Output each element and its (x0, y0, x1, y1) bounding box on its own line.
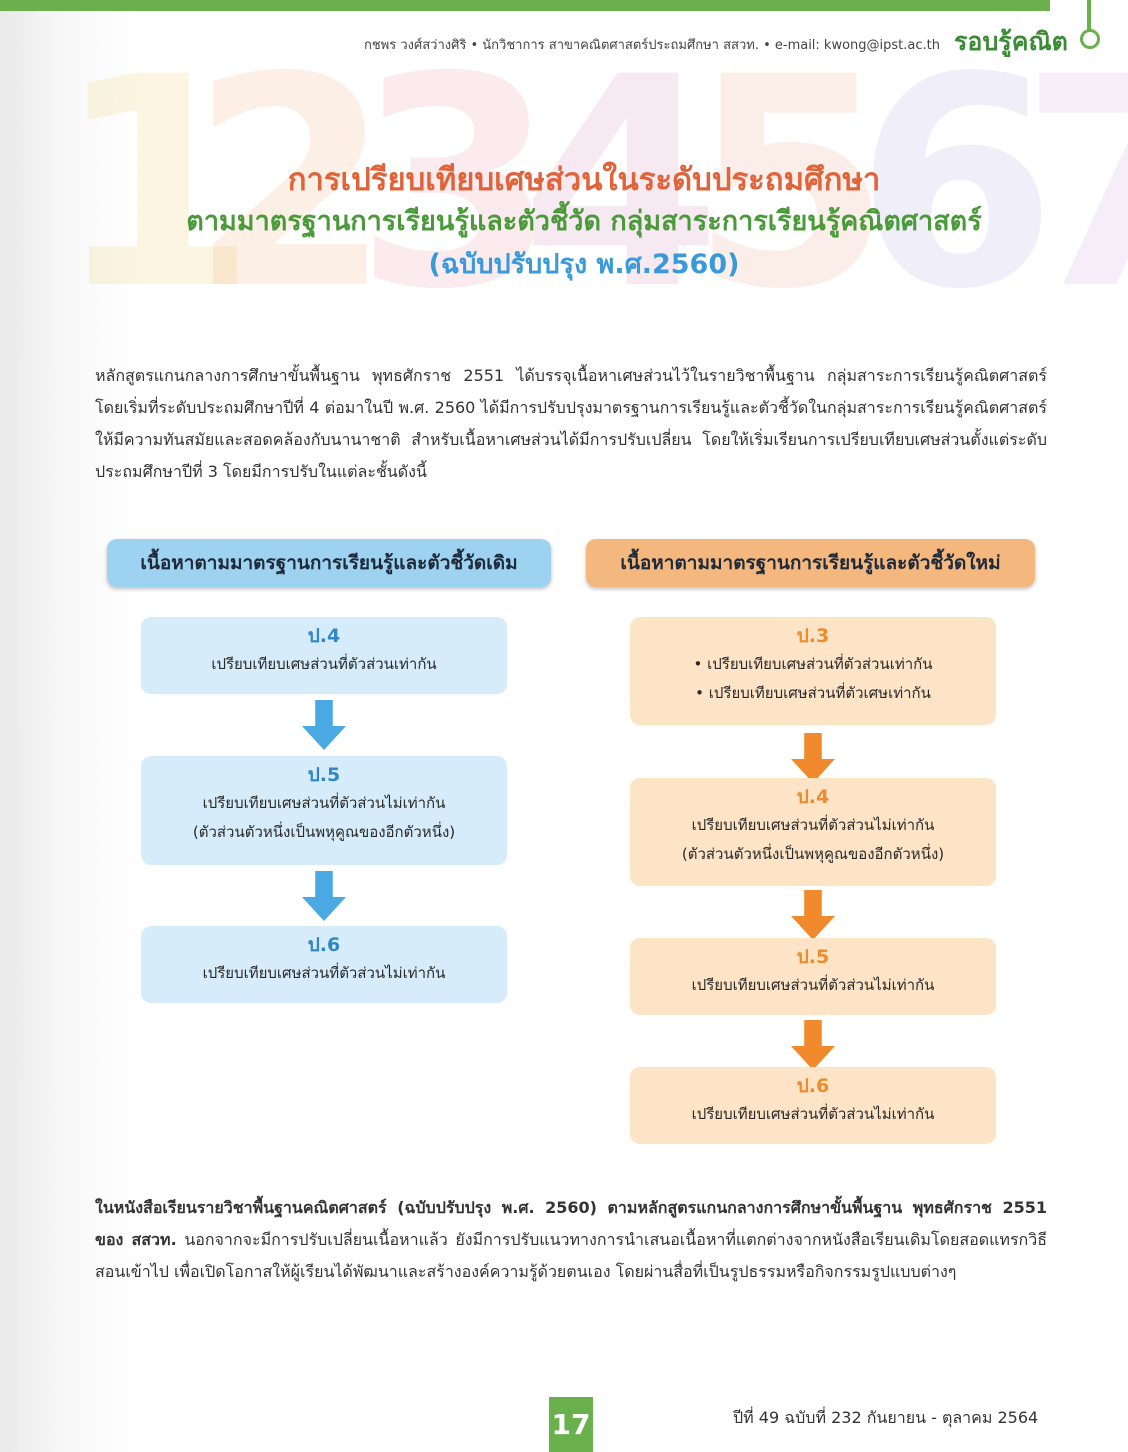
box-text: เปรียบเทียบเศษส่วนที่ตัวส่วนไม่เท่ากัน (691, 816, 935, 834)
bg-digit-5: 5 (690, 40, 892, 330)
old-grade-box: ป.6 เปรียบเทียบเศษส่วนที่ตัวส่วนไม่เท่าก… (141, 926, 507, 1003)
background-digits: 1 2 3 4 5 6 7 (55, 40, 1128, 330)
box-text: (ตัวส่วนตัวหนึ่งเป็นพหุคูณของอีกตัวหนึ่ง… (681, 845, 945, 863)
grade-label: ป.3 (796, 625, 830, 647)
down-arrow-icon (791, 890, 835, 940)
box-text: • เปรียบเทียบเศษส่วนที่ตัวส่วนเท่ากัน (693, 655, 933, 673)
closing-paragraph-bold: ในหนังสือเรียนรายวิชาพื้นฐานคณิตศาสตร์ (… (95, 1198, 1047, 1249)
grade-label: ป.5 (307, 764, 341, 786)
down-arrow-icon (791, 1020, 835, 1070)
grade-label: ป.6 (796, 1075, 830, 1097)
down-arrow-icon (302, 871, 346, 921)
intro-paragraph: หลักสูตรแกนกลางการศึกษาขั้นพื้นฐาน พุทธศ… (95, 366, 1047, 481)
new-grade-box: ป.5 เปรียบเทียบเศษส่วนที่ตัวส่วนไม่เท่าก… (630, 938, 996, 1015)
box-text: เปรียบเทียบเศษส่วนที่ตัวส่วนไม่เท่ากัน (691, 1105, 935, 1123)
author-line: กชพร วงศ์สว่างศิริ • นักวิชาการ สาขาคณิต… (363, 38, 940, 53)
old-grade-box: ป.5 เปรียบเทียบเศษส่วนที่ตัวส่วนไม่เท่าก… (141, 756, 507, 865)
box-text: (ตัวส่วนตัวหนึ่งเป็นพหุคูณของอีกตัวหนึ่ง… (192, 823, 456, 841)
down-arrow-icon (302, 700, 346, 750)
bg-digit-2: 2 (190, 40, 392, 330)
grade-label: ป.5 (796, 946, 830, 968)
bg-digit-6: 6 (855, 40, 1057, 330)
closing-paragraph-text: นอกจากจะมีการปรับเปลี่ยนเนื้อหาแล้ว ยังม… (95, 1230, 1047, 1281)
page-number: 17 (549, 1397, 593, 1452)
old-standard-heading: เนื้อหาตามมาตรฐานการเรียนรู้และตัวชี้วัด… (107, 539, 551, 587)
box-text: • เปรียบเทียบเศษส่วนที่ตัวเศษเท่ากัน (695, 684, 931, 702)
page-subtitle: ตามมาตรฐานการเรียนรู้และตัวชี้วัด กลุ่มส… (186, 206, 982, 237)
box-text: เปรียบเทียบเศษส่วนที่ตัวส่วนไม่เท่ากัน (691, 976, 935, 994)
column-brand: รอบรู้คณิต (954, 27, 1068, 56)
corner-accent-line (1087, 0, 1091, 30)
bg-digit-7: 7 (1020, 40, 1128, 330)
page-subtitle-edition: (ฉบับปรับปรุง พ.ศ.2560) (428, 249, 740, 280)
issue-info: ปีที่ 49 ฉบับที่ 232 กันยายน - ตุลาคม 25… (733, 1408, 1039, 1427)
bg-digit-1: 1 (55, 40, 257, 330)
grade-label: ป.4 (307, 625, 341, 647)
grade-label: ป.4 (796, 786, 830, 808)
box-text: เปรียบเทียบเศษส่วนที่ตัวส่วนไม่เท่ากัน (202, 964, 446, 982)
top-accent-bar (0, 0, 1050, 11)
new-grade-box: ป.6 เปรียบเทียบเศษส่วนที่ตัวส่วนไม่เท่าก… (630, 1067, 996, 1144)
page-title: การเปรียบเทียบเศษส่วนในระดับประถมศึกษา (287, 162, 881, 198)
new-standard-heading: เนื้อหาตามมาตรฐานการเรียนรู้และตัวชี้วัด… (586, 539, 1035, 587)
box-text: เปรียบเทียบเศษส่วนที่ตัวส่วนไม่เท่ากัน (202, 794, 446, 812)
corner-accent-circle (1080, 29, 1100, 49)
bg-digit-3: 3 (355, 40, 557, 330)
bg-digit-4: 4 (520, 40, 722, 330)
new-grade-box: ป.3 • เปรียบเทียบเศษส่วนที่ตัวส่วนเท่ากั… (630, 617, 996, 725)
grade-label: ป.6 (307, 934, 341, 956)
box-text: เปรียบเทียบเศษส่วนที่ตัวส่วนเท่ากัน (211, 655, 437, 673)
closing-paragraph: ในหนังสือเรียนรายวิชาพื้นฐานคณิตศาสตร์ (… (95, 1192, 1047, 1288)
down-arrow-icon (791, 733, 835, 783)
old-grade-box: ป.4 เปรียบเทียบเศษส่วนที่ตัวส่วนเท่ากัน (141, 617, 507, 694)
new-grade-box: ป.4 เปรียบเทียบเศษส่วนที่ตัวส่วนไม่เท่าก… (630, 778, 996, 886)
